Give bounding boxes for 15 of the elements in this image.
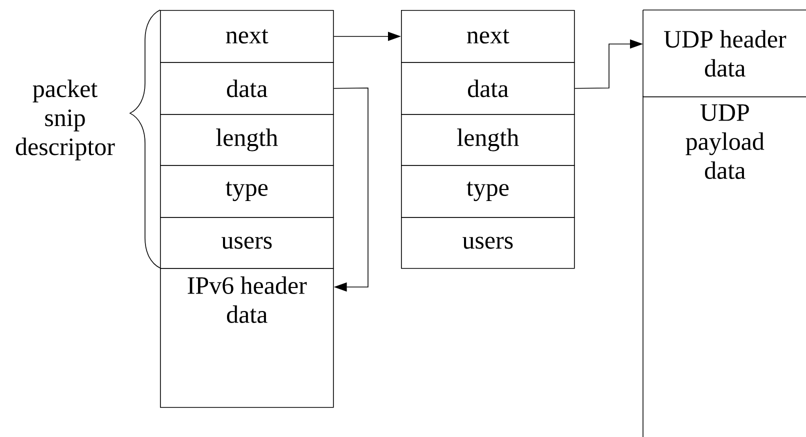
- field-box: next: [160, 10, 334, 63]
- field-box: users: [160, 216, 334, 269]
- field-box: length: [160, 114, 334, 166]
- buffer-box: IPv6 header data: [160, 268, 334, 408]
- buffer-box: UDP payload data: [642, 96, 764, 437]
- field-box: users: [401, 216, 575, 269]
- field-box: data: [401, 62, 575, 115]
- field-box: next: [401, 10, 575, 63]
- field-box: type: [401, 164, 575, 218]
- field-box: length: [401, 114, 575, 166]
- field-box: data: [160, 62, 334, 115]
- field-box: type: [160, 164, 334, 218]
- brace-label: packet snip descriptor: [16, 80, 115, 160]
- buffer-box: UDP header data: [642, 10, 806, 98]
- arrow: [333, 88, 368, 292]
